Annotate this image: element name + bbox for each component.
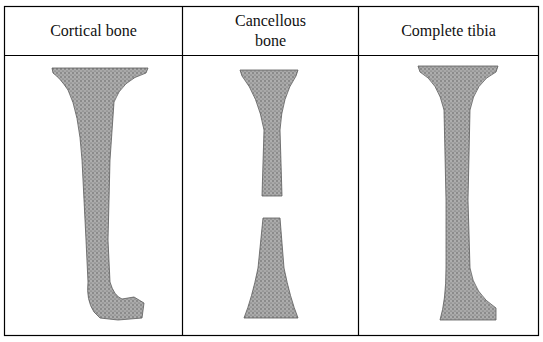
column-heading: Cancellous bone xyxy=(225,11,317,51)
table-header-cell: Cortical bone xyxy=(5,7,182,55)
table-header-cell: Complete tibia xyxy=(359,7,538,55)
table-grid xyxy=(5,7,539,336)
complete-tibia-shape xyxy=(418,66,498,320)
column-heading: Cortical bone xyxy=(50,21,137,41)
cancellous-bone-upper-shape xyxy=(240,70,298,196)
table-border xyxy=(5,7,539,336)
table-header-cell: Cancellous bone xyxy=(183,7,358,55)
column-rule xyxy=(358,7,359,336)
cancellous-bone-lower-shape xyxy=(244,218,298,318)
column-heading: Complete tibia xyxy=(401,21,496,41)
column-rule xyxy=(182,7,183,336)
header-rule xyxy=(5,55,539,56)
cortical-bone-shape xyxy=(52,68,148,320)
